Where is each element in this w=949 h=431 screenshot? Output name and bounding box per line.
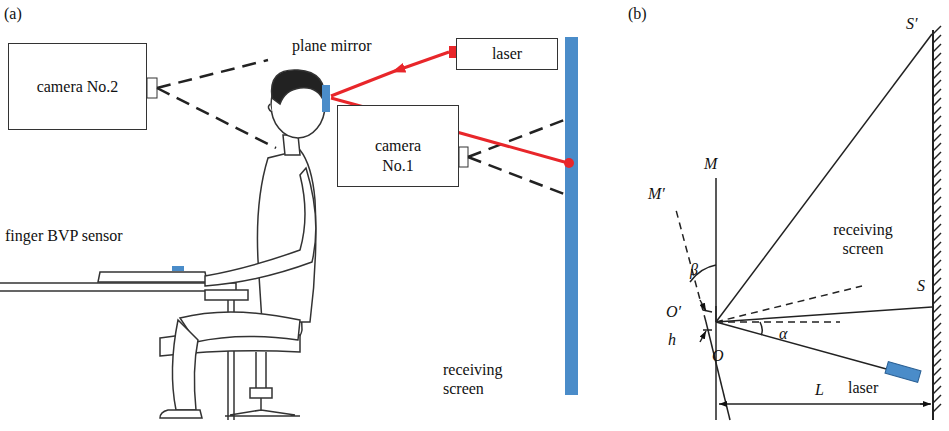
hatch-stroke: [933, 161, 941, 169]
hatch-stroke: [933, 386, 941, 394]
dimension-label: h: [668, 330, 676, 349]
angle-label: β: [690, 260, 698, 279]
hatch-stroke: [933, 341, 941, 349]
panel-label: (a): [4, 4, 22, 23]
hatch-stroke: [933, 170, 941, 178]
hatch-stroke: [933, 134, 941, 142]
hatch-stroke: [933, 233, 941, 241]
panel-label: (b): [628, 4, 647, 23]
hatch-stroke: [933, 404, 941, 412]
hatch-stroke: [933, 125, 941, 133]
hatch-stroke: [933, 305, 941, 313]
hatch-stroke: [933, 260, 941, 268]
hatch-stroke: [933, 377, 941, 385]
hatch-stroke: [933, 71, 941, 79]
hatch-stroke: [933, 26, 941, 34]
bvp-sensor: [172, 266, 184, 271]
hatch-stroke: [933, 224, 941, 232]
hatch-stroke: [933, 278, 941, 286]
hatch-stroke: [933, 188, 941, 196]
point-label: O′: [666, 302, 681, 321]
hatch-stroke: [933, 206, 941, 214]
point-label: S′: [906, 14, 918, 33]
hatch-stroke: [933, 98, 941, 106]
part-label: receiving screen: [822, 220, 904, 258]
box-label: laser: [492, 44, 522, 64]
laser-body: [885, 362, 921, 383]
hatch-stroke: [933, 143, 941, 151]
hatch-stroke: [933, 314, 941, 322]
hatch-stroke: [933, 197, 941, 205]
hatch-stroke: [933, 152, 941, 160]
geometry: [676, 26, 941, 420]
receiving-screen: [565, 37, 578, 395]
hatch-stroke: [933, 359, 941, 367]
person: [160, 70, 325, 418]
part-label: finger BVP sensor: [5, 226, 123, 245]
plane-mirror: [322, 85, 330, 112]
laser-spot: [564, 158, 574, 168]
hatch-stroke: [933, 62, 941, 70]
hatch-stroke: [933, 89, 941, 97]
hatch-stroke: [933, 44, 941, 52]
camera-view-lines: [157, 60, 564, 194]
hatch-stroke: [933, 107, 941, 115]
camera-lens: [147, 78, 157, 98]
hatch-stroke: [933, 242, 941, 250]
hatch-stroke: [933, 350, 941, 358]
hatch-stroke: [933, 116, 941, 124]
camera-box: camera No.2: [8, 43, 147, 130]
hatch-stroke: [933, 332, 941, 340]
part-label: receiving screen: [443, 360, 515, 398]
line-label: M′: [648, 184, 665, 203]
box-label: camera No.1: [367, 136, 429, 176]
point-label: O: [712, 346, 724, 365]
hatch-stroke: [933, 251, 941, 259]
hatch-stroke: [933, 80, 941, 88]
camera-lens: [459, 147, 468, 167]
camera-box: camera No.1: [337, 105, 459, 187]
hatch-stroke: [933, 179, 941, 187]
hatch-stroke: [933, 368, 941, 376]
hatch-stroke: [933, 215, 941, 223]
laser-aperture: [449, 46, 456, 58]
dimension-label: L: [815, 380, 824, 399]
part-label: plane mirror: [292, 36, 372, 55]
hatch-stroke: [933, 323, 941, 331]
laser-box: laser: [456, 38, 558, 70]
hatch-stroke: [933, 53, 941, 61]
line-label: M: [704, 154, 717, 173]
box-label: camera No.2: [37, 77, 119, 97]
hatch-stroke: [933, 395, 941, 403]
hatch-stroke: [933, 35, 941, 43]
point-label: S: [917, 276, 925, 295]
hatch-stroke: [933, 287, 941, 295]
hatch-stroke: [933, 296, 941, 304]
part-label: laser: [848, 378, 878, 397]
angle-label: α: [779, 324, 787, 343]
hatch-stroke: [933, 269, 941, 277]
